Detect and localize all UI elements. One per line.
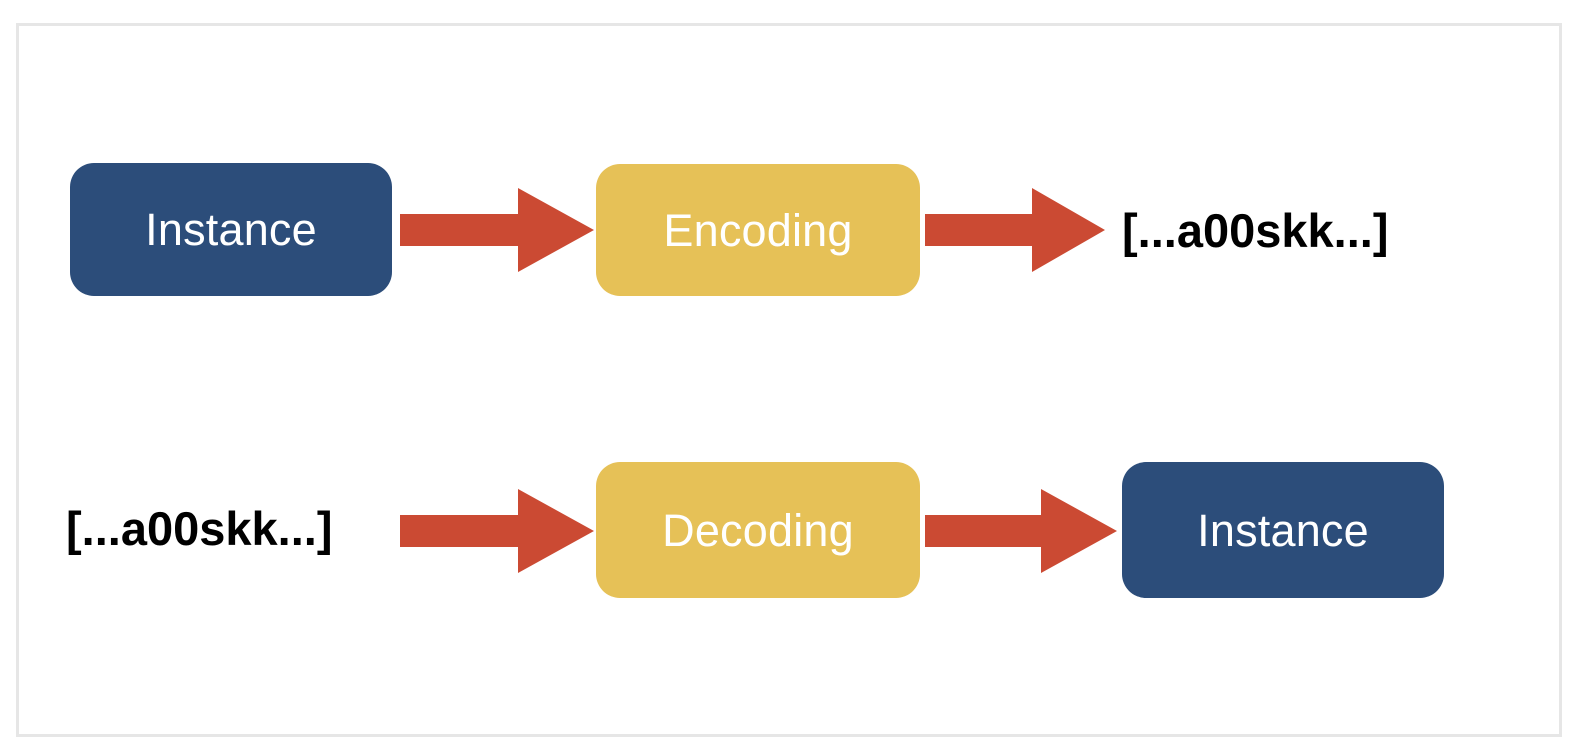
arrow-encoding-to-payload-icon: [925, 188, 1105, 272]
encoded-payload-input-label: [...a00skk...]: [66, 501, 333, 555]
arrow-payload-to-decoding-icon: [400, 489, 594, 573]
arrow-decoding-to-instance-icon: [925, 489, 1117, 573]
instance-source-box: Instance: [70, 163, 392, 296]
diagram-panel-border: [16, 23, 1562, 737]
decoding-stage-label: Decoding: [662, 504, 854, 556]
encoded-payload-input-text: [...a00skk...]: [66, 494, 333, 562]
encoding-stage-label: Encoding: [663, 204, 853, 256]
encoded-payload-label: [...a00skk...]: [1122, 203, 1389, 257]
decoding-stage-box: Decoding: [596, 462, 920, 598]
instance-source-label: Instance: [145, 204, 317, 255]
instance-result-box: Instance: [1122, 462, 1444, 598]
instance-result-label: Instance: [1197, 504, 1369, 556]
encoded-payload-text: [...a00skk...]: [1122, 196, 1389, 264]
encoding-stage-box: Encoding: [596, 164, 920, 296]
arrow-instance-to-encoding-icon: [400, 188, 594, 272]
